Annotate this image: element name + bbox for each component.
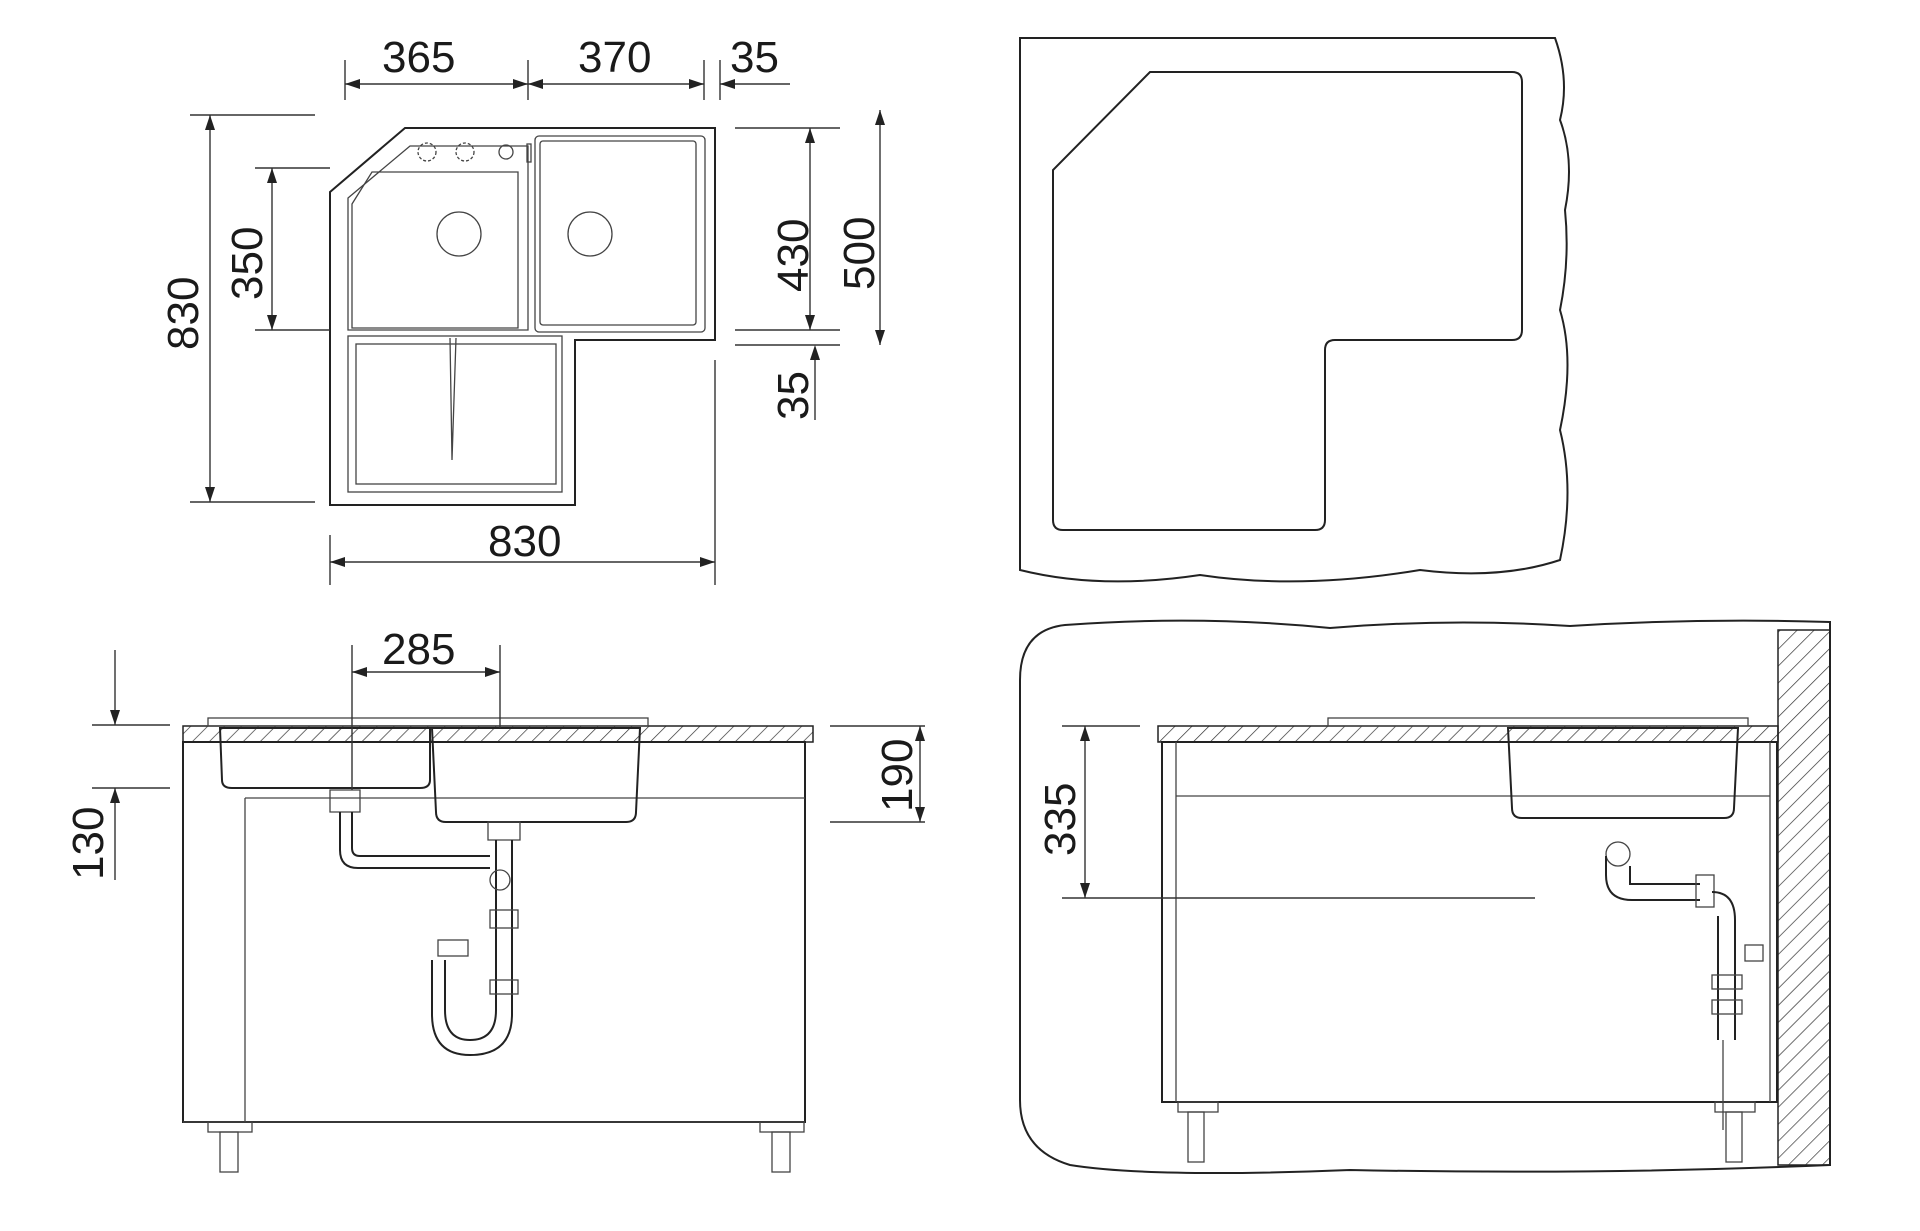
- dim-285: 285: [382, 625, 455, 674]
- wall-outline: [1019, 619, 1831, 1175]
- front-view: 285 130 190: [64, 625, 925, 1173]
- drainboard: [347, 335, 563, 493]
- countertop-outline: [1019, 37, 1570, 583]
- wall-hatch: [1777, 629, 1831, 1166]
- bowl-section: [1506, 727, 1740, 819]
- cabinet: [1161, 741, 1778, 1103]
- cabinet: [182, 741, 806, 1123]
- cabinet-foot: [1714, 1101, 1756, 1113]
- top-view: 365 370 35 830 350 430 500 35: [159, 33, 885, 585]
- cabinet-foot: [207, 1121, 253, 1133]
- dim-830-horizontal: 830: [488, 517, 561, 566]
- dim-350: 350: [223, 227, 272, 300]
- side-view: 335: [1019, 619, 1831, 1175]
- dim-190: 190: [873, 739, 922, 812]
- left-drain: [436, 211, 482, 257]
- cabinet-foot: [1177, 1101, 1219, 1113]
- dim-35-top: 35: [730, 33, 779, 82]
- dim-35-vertical: 35: [769, 371, 818, 420]
- dim-500: 500: [835, 217, 884, 290]
- dim-430: 430: [769, 219, 818, 292]
- dim-370: 370: [578, 33, 651, 82]
- cabinet-foot: [759, 1121, 805, 1133]
- left-bowl: [351, 171, 519, 329]
- dim-830-vertical: 830: [159, 277, 208, 350]
- sink-outline: [329, 127, 716, 506]
- right-bowl-section: [430, 727, 642, 823]
- right-bowl: [534, 135, 706, 333]
- cutout-shape: [1052, 71, 1523, 531]
- cutout-template-view: [1019, 37, 1570, 583]
- left-bowl-section: [218, 727, 431, 789]
- dim-130: 130: [64, 807, 113, 880]
- dim-365: 365: [382, 33, 455, 82]
- dim-335: 335: [1036, 783, 1085, 856]
- right-drain: [567, 211, 613, 257]
